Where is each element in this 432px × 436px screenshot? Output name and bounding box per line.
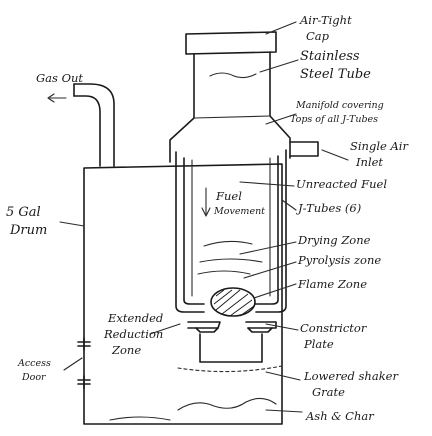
label-constrictor-2: Plate xyxy=(303,337,334,351)
label-ash-char: Ash & Char xyxy=(305,409,375,423)
label-access-2: Door xyxy=(21,372,47,383)
shaker-grate xyxy=(177,365,283,373)
label-air-tight-cap: Air-Tight xyxy=(299,13,352,27)
air-inlet-pipe xyxy=(289,141,319,157)
label-drum-2: Drum xyxy=(9,223,47,238)
label-shaker: Lowered shaker xyxy=(303,369,399,383)
label-constrictor: Constrictor xyxy=(300,321,368,335)
manifold xyxy=(169,115,291,163)
gas-out-pipe xyxy=(73,83,115,167)
label-manifold: Manifold covering xyxy=(295,100,384,111)
zone-lines xyxy=(197,240,263,275)
label-pyrolysis-zone: Pyrolysis zone xyxy=(297,253,381,267)
label-single-air: Single Air xyxy=(350,139,409,153)
label-fuel-movement: Fuel xyxy=(215,189,242,203)
label-unreacted-fuel: Unreacted Fuel xyxy=(296,177,387,191)
label-gas-out: Gas Out xyxy=(36,71,83,85)
label-extended: Extended xyxy=(107,311,163,325)
label-j-tubes: J-Tubes (6) xyxy=(296,201,361,215)
label-drum: 5 Gal xyxy=(6,205,41,220)
label-access: Access xyxy=(17,358,51,369)
fuel-movement-arrow xyxy=(201,187,211,217)
label-extended-3: Zone xyxy=(111,343,141,357)
label-extended-2: Reduction xyxy=(103,327,163,341)
access-door xyxy=(77,337,91,389)
constrictor-plate xyxy=(187,321,277,333)
label-fuel-movement-2: Movement xyxy=(213,206,265,217)
leader-lines xyxy=(47,21,349,413)
label-drying-zone: Drying Zone xyxy=(297,233,371,247)
label-flame-zone: Flame Zone xyxy=(297,277,367,291)
flame-zone xyxy=(210,287,256,317)
label-stainless-2: Steel Tube xyxy=(300,67,371,82)
label-shaker-2: Grate xyxy=(312,385,345,399)
j-tubes xyxy=(175,149,287,313)
label-single-air-2: Inlet xyxy=(355,155,383,169)
air-tight-cap xyxy=(185,31,277,55)
reduction-zone xyxy=(199,333,263,363)
stainless-tube xyxy=(193,51,271,119)
ash-char-pile xyxy=(109,397,277,421)
label-air-tight-cap-2: Cap xyxy=(306,29,330,43)
label-stainless: Stainless xyxy=(300,49,360,64)
label-manifold-2: Tops of all J-Tubes xyxy=(290,114,378,125)
drum-body xyxy=(83,163,283,425)
